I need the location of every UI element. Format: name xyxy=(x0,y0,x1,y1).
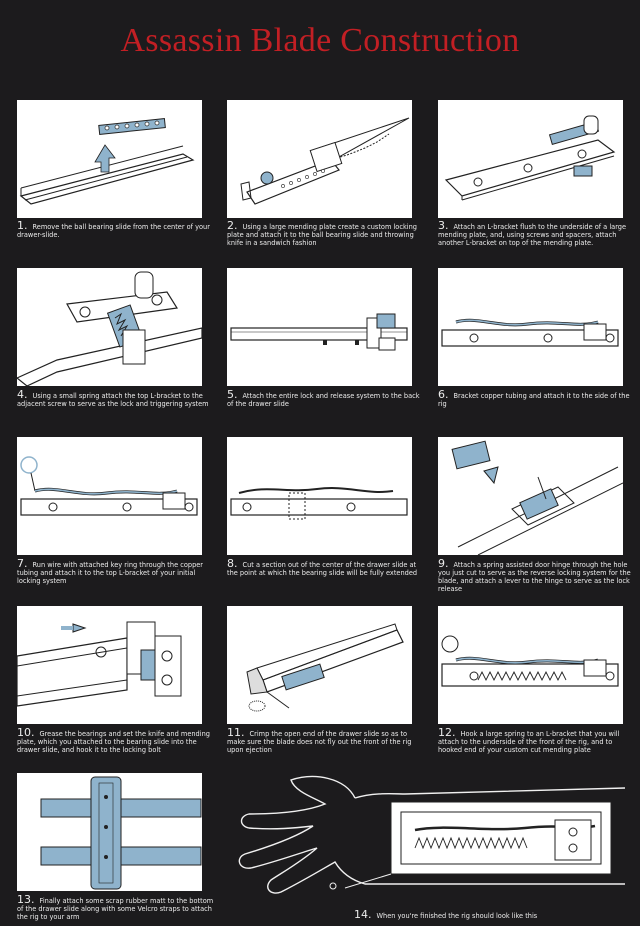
door-hinge-drawing xyxy=(451,440,623,555)
slide-cutout-drawing xyxy=(230,487,408,520)
step-7-illustration xyxy=(17,437,202,555)
step-5-illustration xyxy=(227,268,412,386)
step-1-caption: 1.Remove the ball bearing slide from the… xyxy=(17,219,210,239)
step-6-caption: 6.Bracket copper tubing and attach it to… xyxy=(438,388,630,408)
step-9-caption: 9.Attach a spring assisted door hinge th… xyxy=(438,557,631,593)
step-6-illustration xyxy=(438,268,623,386)
step-10-illustration xyxy=(17,606,202,724)
slide-assembly-drawing xyxy=(230,313,408,351)
drawer-slide-drawing xyxy=(19,118,195,205)
step-5-caption: 5.Attach the entire lock and release sys… xyxy=(227,388,420,408)
mending-plate-drawing xyxy=(444,115,616,201)
step-3-illustration xyxy=(438,100,623,218)
velcro-straps-drawing xyxy=(40,776,202,890)
grease-assembly-drawing xyxy=(17,621,182,707)
step-13-caption: 13.Finally attach some scrap rubber matt… xyxy=(17,893,214,921)
step-11-illustration xyxy=(227,606,412,724)
large-spring-drawing xyxy=(441,635,619,687)
step-8-caption: 8.Cut a section out of the center of the… xyxy=(227,557,418,577)
spring-lock-drawing xyxy=(17,271,202,386)
step-13-illustration xyxy=(17,773,202,891)
step-14-hand-illustration xyxy=(238,775,625,894)
step-4-caption: 4.Using a small spring attach the top L-… xyxy=(17,388,209,408)
step-8-illustration xyxy=(227,437,412,555)
step-3-caption: 3.Attach an L-bracket flush to the under… xyxy=(438,219,627,247)
knife-plate-drawing xyxy=(240,117,410,205)
step-11-caption: 11.Crimp the open end of the drawer slid… xyxy=(227,726,412,754)
step-14-caption: 14.When you're finished the rig should l… xyxy=(354,908,538,921)
step-2-caption: 2.Using a large mending plate create a c… xyxy=(227,219,417,247)
crimp-end-drawing xyxy=(246,623,404,712)
step-9-illustration xyxy=(438,437,623,555)
step-10-caption: 10.Grease the bearings and set the knife… xyxy=(17,726,210,754)
step-1-illustration xyxy=(17,100,202,218)
step-12-illustration xyxy=(438,606,623,724)
step-12-caption: 12.Hook a large spring to an L-bracket t… xyxy=(438,726,620,754)
step-4-illustration xyxy=(17,268,202,386)
step-7-caption: 7.Run wire with attached key ring throug… xyxy=(17,557,204,585)
page-title: Assassin Blade Construction xyxy=(120,22,520,59)
wire-ring-drawing xyxy=(20,456,198,516)
step-2-illustration xyxy=(227,100,412,218)
copper-tubing-drawing xyxy=(441,318,619,347)
